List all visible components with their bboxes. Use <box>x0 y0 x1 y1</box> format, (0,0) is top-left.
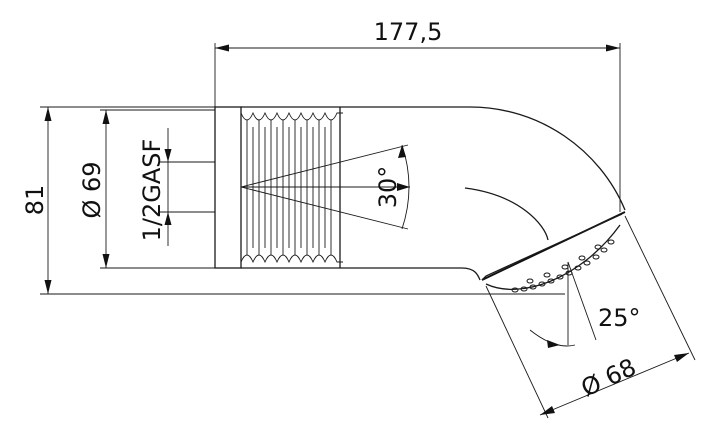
body-diameter-label: Ø 69 <box>78 161 106 218</box>
body-diameter-dimension: Ø 69 <box>78 109 215 269</box>
length-dimension: 177,5 <box>214 18 621 212</box>
height-dimension: 81 <box>21 106 565 295</box>
face-angle-label: 25° <box>598 304 641 332</box>
tilt-angle-label: 30° <box>374 166 402 209</box>
length-dimension-label: 177,5 <box>374 18 443 46</box>
shower-head-body <box>340 106 626 293</box>
head-diameter-dimension: Ø 68 <box>485 215 696 419</box>
height-dimension-label: 81 <box>21 185 49 216</box>
face-angle-dimension: 25° <box>529 261 641 348</box>
thread-label: 1/2GASF <box>138 139 166 242</box>
head-diameter-label: Ø 68 <box>577 353 641 402</box>
thread-dimension: 1/2GASF <box>138 128 215 246</box>
nozzle-holes <box>511 239 615 293</box>
tilt-angle-dimension: 30° <box>240 144 410 230</box>
threaded-connector <box>214 106 343 269</box>
